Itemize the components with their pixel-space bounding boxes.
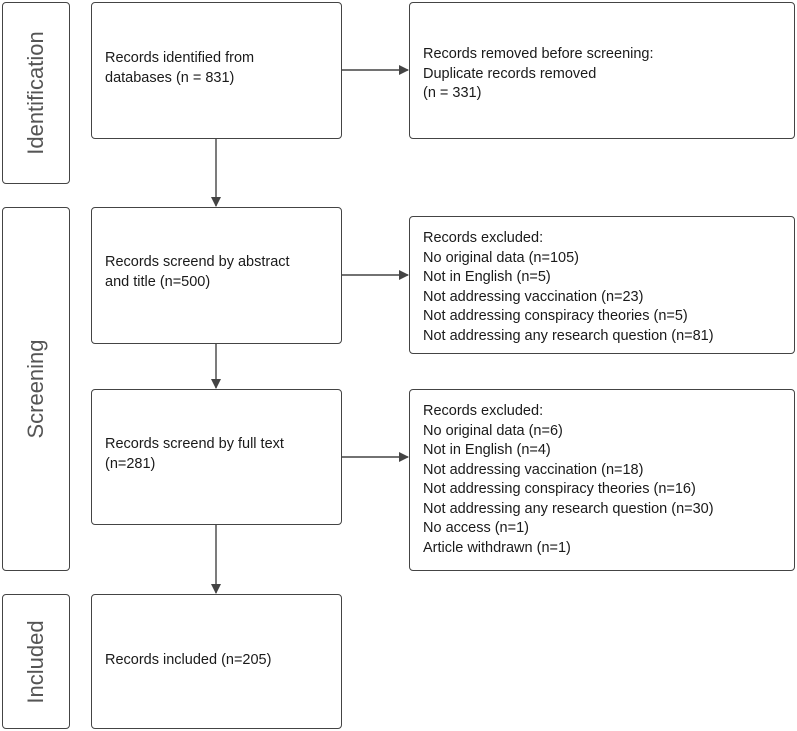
box-records-identified: Records identified from databases (n = 8…: [91, 2, 342, 139]
box-records-included: Records included (n=205): [91, 594, 342, 729]
box-records-removed: Records removed before screening: Duplic…: [409, 2, 795, 139]
box-excluded-abstract-line-6: Not addressing any research question (n=…: [423, 327, 714, 344]
box-excluded-fulltext-line-3: Not in English (n=4): [423, 442, 551, 458]
box-screened-abstract-line-2: and title (n=500): [105, 273, 211, 290]
box-screened-abstract: Records screend by abstract and title (n…: [91, 207, 342, 344]
box-excluded-fulltext-line-4: Not addressing vaccination (n=18): [423, 461, 644, 478]
box-screened-fulltext: Records screend by full text (n=281): [91, 389, 342, 525]
box-excluded-fulltext-line-7: No access (n=1): [423, 520, 529, 536]
box-excluded-fulltext-line-1: Records excluded:: [423, 403, 544, 419]
stage-screening: Screening: [2, 207, 70, 571]
box-excluded-fulltext-line-6: Not addressing any research question (n=…: [423, 500, 714, 517]
box-records-included-line-1: Records included (n=205): [105, 652, 272, 668]
box-excluded-abstract-line-2: No original data (n=105): [423, 249, 579, 266]
box-excluded-fulltext: Records excluded: No original data (n=6)…: [409, 389, 795, 571]
box-screened-fulltext-line-2: (n=281): [105, 455, 156, 472]
box-excluded-abstract: Records excluded: No original data (n=10…: [409, 216, 795, 354]
box-excluded-abstract-line-4: Not addressing vaccination (n=23): [423, 288, 644, 305]
box-records-removed-line-2: Duplicate records removed: [423, 65, 597, 82]
stage-identification: Identification: [2, 2, 70, 184]
box-records-removed-line-3: (n = 331): [423, 85, 482, 101]
box-excluded-fulltext-line-8: Article withdrawn (n=1): [423, 539, 571, 556]
box-excluded-fulltext-line-2: No original data (n=6): [423, 422, 563, 439]
box-records-identified-line-2: databases (n = 831): [105, 69, 235, 86]
box-records-identified-line-1: Records identified from: [105, 50, 255, 66]
box-excluded-abstract-line-5: Not addressing conspiracy theories (n=5): [423, 308, 688, 324]
stage-included: Included: [2, 594, 70, 729]
box-screened-fulltext-line-1: Records screend by full text: [105, 436, 284, 452]
box-excluded-abstract-line-1: Records excluded:: [423, 230, 544, 246]
box-screened-abstract-line-1: Records screend by abstract: [105, 254, 290, 270]
box-records-removed-line-1: Records removed before screening:: [423, 46, 654, 62]
box-excluded-abstract-line-3: Not in English (n=5): [423, 269, 551, 285]
box-excluded-fulltext-line-5: Not addressing conspiracy theories (n=16…: [423, 481, 696, 497]
